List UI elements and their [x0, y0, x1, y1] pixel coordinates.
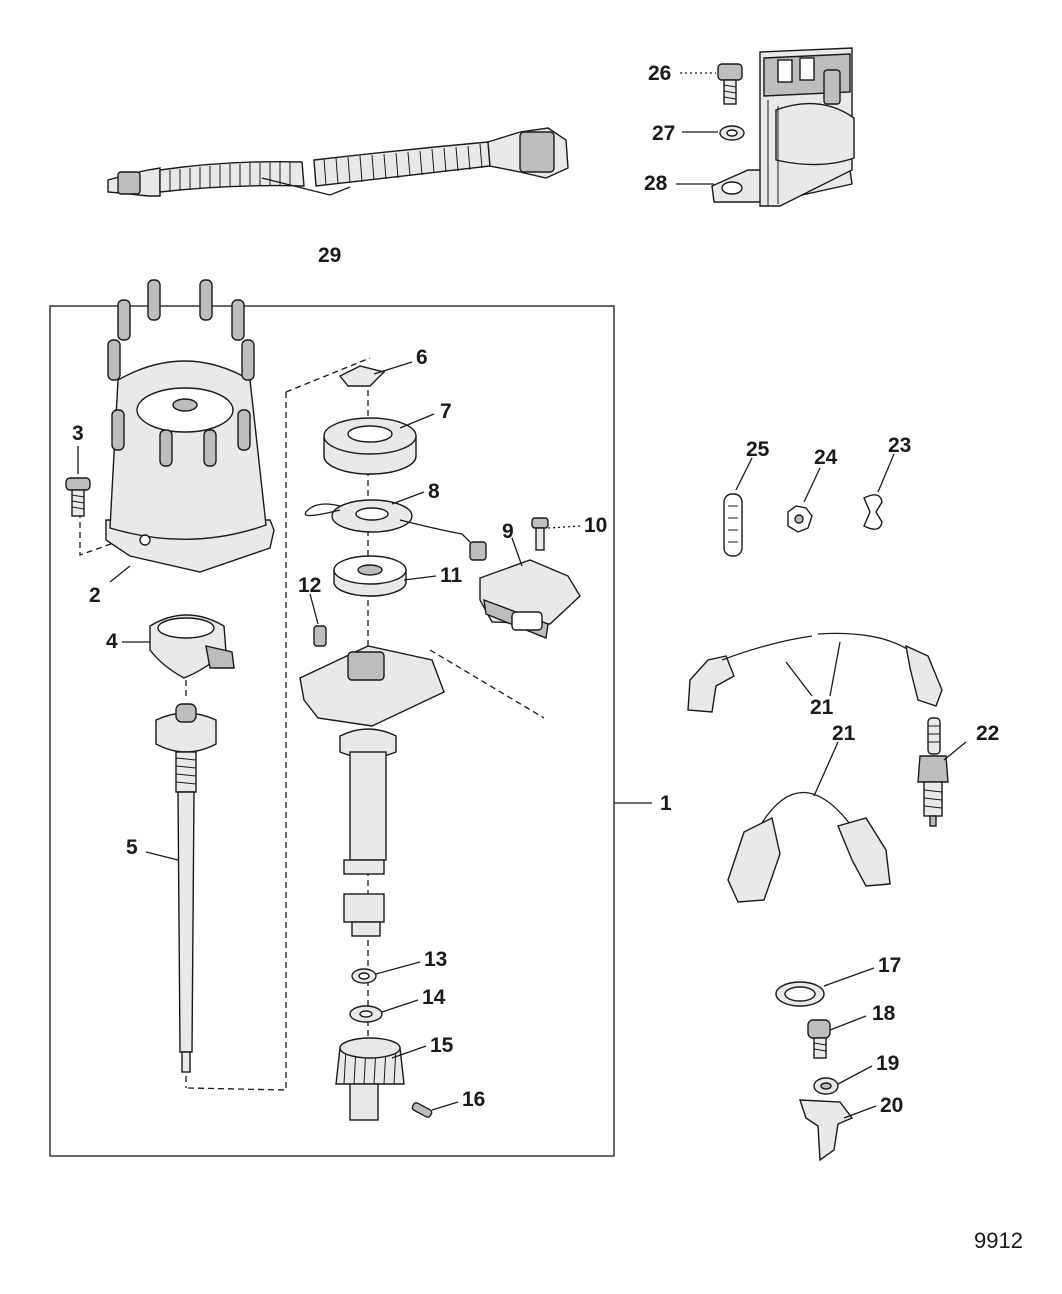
gear-15	[335, 1037, 405, 1121]
callout-19: 19	[876, 1052, 899, 1075]
pickup-coil-8	[304, 499, 487, 561]
clip-25	[723, 493, 743, 557]
grommet-24	[787, 505, 813, 533]
distributor-kit-frame	[49, 305, 615, 1157]
screw-26	[717, 63, 743, 105]
spark-plug-wire-21-upper	[687, 632, 943, 713]
pickup-plate-11	[333, 555, 407, 597]
screw-3	[65, 477, 91, 517]
callout-10: 10	[584, 514, 607, 537]
wire-harness-29	[107, 127, 569, 197]
callout-labels: 1 2 3 4 5 6 7 8 9 10 11 12 13 14 15 16 1…	[72, 62, 999, 1117]
callout-17: 17	[878, 954, 901, 977]
callout-22: 22	[976, 722, 999, 745]
callout-2: 2	[89, 584, 101, 607]
callout-5: 5	[126, 836, 138, 859]
spark-plug-wire-21-lower	[727, 791, 891, 903]
callout-25: 25	[746, 438, 770, 461]
callout-11: 11	[440, 564, 463, 587]
callout-3: 3	[72, 422, 84, 445]
screw-10	[531, 517, 549, 551]
ignition-coil-28	[711, 47, 855, 207]
callout-9: 9	[502, 520, 514, 543]
callout-4: 4	[106, 630, 118, 653]
callout-12: 12	[298, 574, 321, 597]
washer-17	[775, 981, 825, 1007]
callout-23: 23	[888, 434, 911, 457]
callout-20: 20	[880, 1094, 903, 1117]
gasket-6	[338, 365, 386, 387]
pole-piece-7	[323, 417, 417, 475]
callout-1: 1	[660, 792, 672, 815]
ignition-module-9	[479, 559, 581, 639]
rotor-4	[149, 614, 235, 679]
callout-8: 8	[428, 480, 440, 503]
callout-28: 28	[644, 172, 668, 195]
callout-26: 26	[648, 62, 671, 85]
callout-6: 6	[416, 346, 428, 369]
callout-7: 7	[440, 400, 452, 423]
callout-18: 18	[872, 1002, 896, 1025]
pin-12	[313, 625, 327, 647]
leader-lines	[77, 72, 967, 1119]
callout-13: 13	[424, 948, 447, 971]
callout-21-lower: 21	[832, 722, 856, 745]
callout-29: 29	[318, 244, 341, 267]
callout-14: 14	[422, 986, 446, 1009]
washer-19	[813, 1077, 839, 1095]
distributor-housing	[299, 645, 445, 937]
washer-27	[719, 125, 745, 141]
callout-24: 24	[814, 446, 838, 469]
shaft-5	[155, 703, 217, 1073]
washer-14	[349, 1005, 383, 1023]
roll-pin-16	[411, 1102, 433, 1118]
callout-16: 16	[462, 1088, 485, 1111]
clip-23	[863, 494, 883, 530]
callout-27: 27	[652, 122, 675, 145]
screw-18	[807, 1019, 831, 1059]
spark-plug-22	[917, 717, 949, 827]
callout-15: 15	[430, 1034, 454, 1057]
washer-13	[351, 968, 377, 984]
callout-21-upper: 21	[810, 696, 834, 719]
terminal-20	[799, 1099, 854, 1162]
figure-number: 9912	[974, 1228, 1023, 1253]
distributor-cap-2	[105, 279, 275, 573]
